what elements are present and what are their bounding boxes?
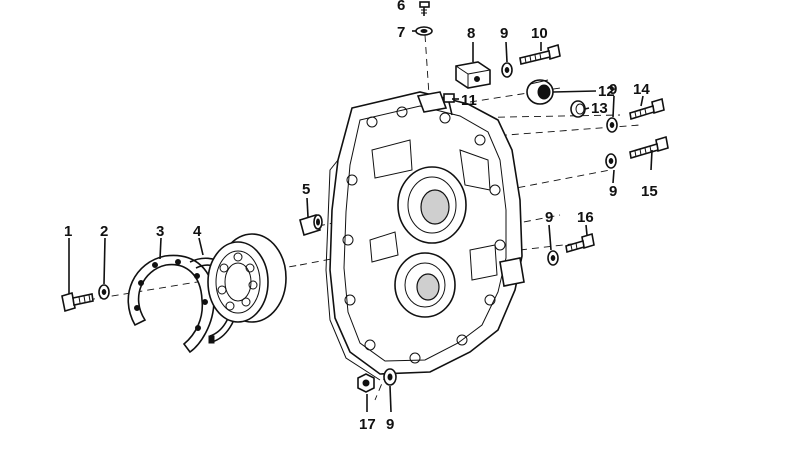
part-1-bolt <box>61 291 94 313</box>
part-5-sleeve <box>299 213 323 237</box>
callout-13: 13 <box>591 100 608 117</box>
part-14-bolt <box>629 97 665 121</box>
callout-17: 17 <box>359 416 376 433</box>
part-6-screw <box>419 1 430 16</box>
part-9-washer-d <box>547 250 559 266</box>
part-9-washer-c <box>605 153 617 169</box>
callout-16: 16 <box>577 209 594 226</box>
callout-9-b: 9 <box>609 81 617 98</box>
callout-9-c: 9 <box>609 183 617 200</box>
callout-4: 4 <box>193 223 202 240</box>
callout-12: 12 <box>598 83 615 100</box>
callout-1: 1 <box>64 223 72 240</box>
part-17-nut <box>357 373 375 393</box>
callout-14: 14 <box>633 81 650 98</box>
callout-9-e: 9 <box>386 416 394 433</box>
callout-11: 11 <box>461 92 477 109</box>
part-13-plug <box>570 100 586 118</box>
callout-8: 8 <box>467 25 475 42</box>
part-15-bolt <box>629 135 669 160</box>
leader-lines <box>68 30 653 413</box>
part-12-seal <box>526 79 554 105</box>
part-16-bolt <box>565 232 595 254</box>
transmission-housing <box>325 91 525 381</box>
callout-3: 3 <box>156 223 164 240</box>
callout-2: 2 <box>100 223 108 240</box>
callout-6: 6 <box>397 0 405 14</box>
callout-5: 5 <box>302 181 310 198</box>
callout-10: 10 <box>531 25 548 42</box>
part-8-bracket <box>455 52 491 89</box>
callout-9-d: 9 <box>545 209 553 226</box>
ball-bearing <box>207 233 287 323</box>
callouts: 6 7 8 9 10 11 12 9 14 13 9 15 5 9 16 1 2… <box>64 0 658 433</box>
callout-15: 15 <box>641 183 658 200</box>
part-9-washer-b <box>606 117 618 133</box>
callout-9-a: 9 <box>500 25 508 42</box>
part-10-bolt <box>519 43 561 65</box>
part-11-bolt <box>443 93 455 116</box>
part-9-washer-a <box>501 62 513 78</box>
part-7-washer <box>415 26 433 36</box>
part-3-retainer-plate <box>127 254 215 354</box>
part-9-washer-e <box>383 368 397 386</box>
part-2-washer <box>98 284 110 300</box>
callout-7: 7 <box>397 24 405 41</box>
